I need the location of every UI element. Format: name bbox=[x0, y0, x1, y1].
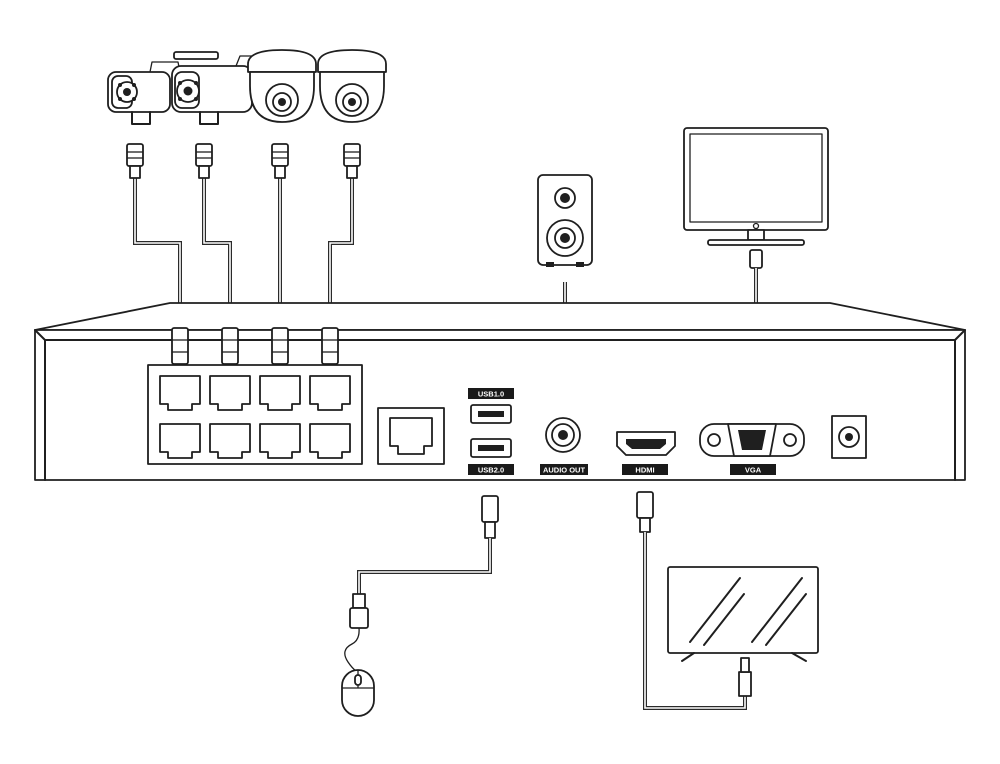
hdmi-cable bbox=[636, 491, 752, 710]
vga-port-icon: VGA bbox=[699, 423, 805, 475]
hdmi-label: HDMI bbox=[635, 466, 654, 475]
bullet-camera-icon bbox=[107, 61, 181, 125]
lan-port-icon bbox=[377, 407, 445, 465]
rj45-port-icon bbox=[259, 423, 301, 459]
dome-camera-icon bbox=[317, 49, 387, 123]
usb-ports: USB1.0 USB2.0 bbox=[468, 388, 514, 475]
dome-camera-icon bbox=[247, 49, 317, 123]
hdmi-tv-icon bbox=[667, 566, 819, 662]
rj45-port-icon bbox=[309, 423, 351, 459]
audio-out-port-icon: AUDIO OUT bbox=[540, 417, 588, 475]
rj45-plug-top-icons bbox=[126, 143, 361, 179]
rj45-port-icon bbox=[209, 375, 251, 411]
hdmi-port-icon: HDMI bbox=[616, 431, 676, 475]
usb-top-label: USB1.0 bbox=[478, 390, 504, 399]
usb-mouse-icon bbox=[341, 627, 375, 717]
rj45-port-icon bbox=[309, 375, 351, 411]
poe-ports bbox=[159, 375, 351, 459]
audio-out-label: AUDIO OUT bbox=[543, 466, 586, 475]
rj45-port-icon bbox=[159, 423, 201, 459]
rj45-port-icon bbox=[209, 423, 251, 459]
rj45-port-icon bbox=[259, 375, 301, 411]
poe-plug-connectors bbox=[171, 327, 339, 365]
rj45-port-icon bbox=[159, 375, 201, 411]
speaker-icon bbox=[537, 174, 593, 267]
usb-cable bbox=[349, 495, 499, 629]
vga-monitor-icon bbox=[683, 127, 829, 246]
vga-label: VGA bbox=[745, 466, 762, 475]
power-port-icon bbox=[831, 415, 867, 459]
usb-bottom-label: USB2.0 bbox=[478, 466, 504, 475]
